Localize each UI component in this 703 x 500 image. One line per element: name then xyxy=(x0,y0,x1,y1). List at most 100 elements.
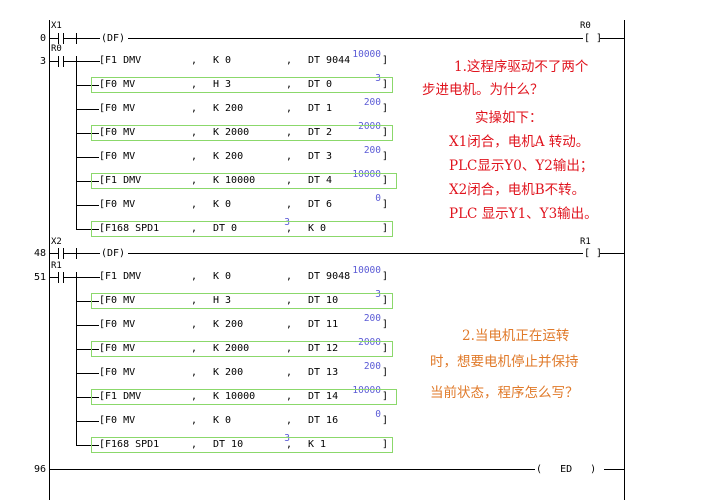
separator: , xyxy=(191,175,198,186)
instruction-row[interactable]: [F1 DMV,K 0,DT 9044] xyxy=(92,54,390,68)
destination-operand: DT 6 xyxy=(308,199,333,210)
note-line: X1闭合，电机A 转动。 xyxy=(449,134,590,150)
opcode: [F0 MV xyxy=(99,319,136,330)
coil-r0-label: R0 xyxy=(580,21,591,31)
source-operand: K 200 xyxy=(213,367,244,378)
destination-operand: DT 2 xyxy=(308,127,333,138)
instruction-row[interactable]: [F0 MV,K 2000,DT 2] xyxy=(91,125,393,141)
bracket: ] xyxy=(382,295,389,306)
destination-operand: DT 0 xyxy=(308,79,333,90)
instruction-row[interactable]: [F1 DMV,K 0,DT 9048] xyxy=(92,270,390,284)
destination-operand: DT 9048 xyxy=(308,271,351,282)
separator: , xyxy=(191,151,198,162)
coil-r0[interactable]: [ ] xyxy=(584,33,603,44)
monitor-value: 2000 xyxy=(358,337,381,348)
df-instruction[interactable]: (DF) xyxy=(101,33,126,44)
separator: , xyxy=(286,79,293,90)
monitor-value: 200 xyxy=(363,361,381,372)
separator: , xyxy=(286,175,293,186)
separator: , xyxy=(286,223,293,234)
instruction-row[interactable]: [F0 MV,K 0,DT 16] xyxy=(92,414,390,428)
separator: , xyxy=(191,415,198,426)
note-line: PLC显示Y0、Y2输出； xyxy=(449,158,594,174)
note-line: X2闭合，电机B不转。 xyxy=(449,182,586,198)
opcode: [F0 MV xyxy=(99,151,136,162)
bracket: ] xyxy=(382,103,389,114)
note-line: 步进电机。为什么？ xyxy=(422,82,544,98)
instruction-row[interactable]: [F0 MV,K 200,DT 1] xyxy=(92,102,390,116)
source-operand: K 200 xyxy=(213,151,244,162)
coil-r1-label: R1 xyxy=(580,237,591,247)
opcode: [F0 MV xyxy=(99,415,136,426)
df-instruction[interactable]: (DF) xyxy=(101,248,126,259)
instruction-row[interactable]: [F1 DMV,K 10000,DT 4] xyxy=(91,173,397,189)
contact-x1[interactable]: X1 xyxy=(51,21,62,31)
instruction-row[interactable]: [F168 SPD1,DT 0,K 0] xyxy=(91,221,393,237)
separator: , xyxy=(191,439,198,450)
source-operand: K 2000 xyxy=(213,127,250,138)
separator: , xyxy=(286,439,293,450)
separator: , xyxy=(286,55,293,66)
monitor-value: 2000 xyxy=(358,121,381,132)
opcode: [F1 DMV xyxy=(99,271,142,282)
note-line: 时，想要电机停止并保持 xyxy=(430,354,579,370)
monitor-value: 3 xyxy=(284,217,290,228)
separator: , xyxy=(191,391,198,402)
monitor-value: 10000 xyxy=(352,385,381,396)
monitor-value: 3 xyxy=(284,433,290,444)
end-instruction[interactable]: ( ED ) xyxy=(536,464,597,475)
opcode: [F1 DMV xyxy=(99,175,142,186)
separator: , xyxy=(191,367,198,378)
instruction-row[interactable]: [F0 MV,K 200,DT 13] xyxy=(92,366,390,380)
separator: , xyxy=(286,367,293,378)
instruction-row[interactable]: [F168 SPD1,DT 10,K 1] xyxy=(91,437,393,453)
bracket: ] xyxy=(382,223,389,234)
instruction-row[interactable]: [F0 MV,K 2000,DT 12] xyxy=(91,341,393,357)
separator: , xyxy=(286,415,293,426)
bracket: ] xyxy=(382,151,389,162)
destination-operand: DT 11 xyxy=(308,319,339,330)
instruction-row[interactable]: [F0 MV,K 200,DT 3] xyxy=(92,150,390,164)
bracket: ] xyxy=(382,391,389,402)
note-line: 实操如下： xyxy=(475,110,543,126)
source-operand: H 3 xyxy=(213,295,232,306)
instruction-row[interactable]: [F1 DMV,K 10000,DT 14] xyxy=(91,389,397,405)
contact-x2[interactable]: X2 xyxy=(51,237,62,247)
source-operand: K 10000 xyxy=(213,391,256,402)
source-operand: K 0 xyxy=(213,55,232,66)
separator: , xyxy=(286,127,293,138)
separator: , xyxy=(191,271,198,282)
separator: , xyxy=(191,223,198,234)
note-line: 1.这程序驱动不了两个 xyxy=(454,59,589,75)
instruction-row[interactable]: [F0 MV,H 3,DT 0] xyxy=(91,77,393,93)
source-operand: K 0 xyxy=(213,199,232,210)
source-operand: DT 0 xyxy=(213,223,238,234)
separator: , xyxy=(286,295,293,306)
note-line: 当前状态，程序怎么写？ xyxy=(430,385,579,401)
bracket: ] xyxy=(382,127,389,138)
contact-r1[interactable]: R1 xyxy=(51,261,62,271)
monitor-value: 3 xyxy=(375,289,381,300)
step-number: 96 xyxy=(33,464,46,475)
separator: , xyxy=(191,79,198,90)
destination-operand: DT 4 xyxy=(308,175,333,186)
destination-operand: DT 13 xyxy=(308,367,339,378)
instruction-row[interactable]: [F0 MV,H 3,DT 10] xyxy=(91,293,393,309)
opcode: [F0 MV xyxy=(99,103,136,114)
monitor-value: 10000 xyxy=(352,169,381,180)
monitor-value: 10000 xyxy=(352,265,381,276)
bracket: ] xyxy=(382,271,389,282)
instruction-row[interactable]: [F0 MV,K 200,DT 11] xyxy=(92,318,390,332)
opcode: [F0 MV xyxy=(99,199,136,210)
monitor-value: 3 xyxy=(375,73,381,84)
separator: , xyxy=(286,271,293,282)
source-operand: K 200 xyxy=(213,103,244,114)
bracket: ] xyxy=(382,55,389,66)
separator: , xyxy=(286,199,293,210)
instruction-row[interactable]: [F0 MV,K 0,DT 6] xyxy=(92,198,390,212)
separator: , xyxy=(191,127,198,138)
contact-r0[interactable]: R0 xyxy=(51,44,62,54)
coil-r1[interactable]: [ ] xyxy=(584,248,603,259)
source-operand: K 2000 xyxy=(213,343,250,354)
